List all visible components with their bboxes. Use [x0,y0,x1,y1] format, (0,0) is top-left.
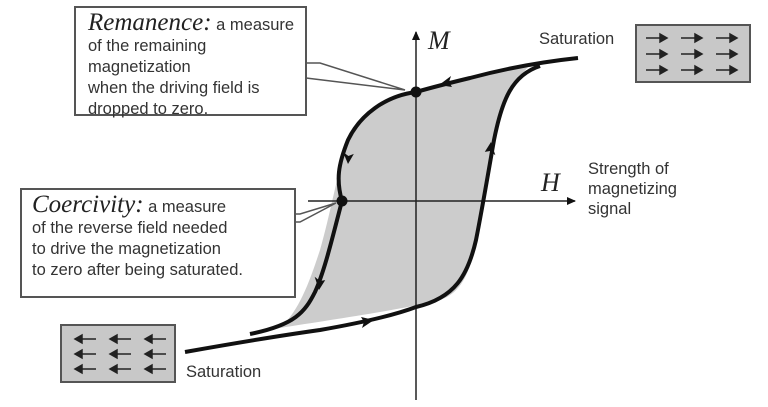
left-arrow-icon [73,333,166,375]
remanence-term: Remanence: [88,9,212,36]
arrowhead-descending-lower [314,276,326,290]
coercivity-text-first: a measure [143,198,227,216]
remanence-text-first: a measure [211,16,295,34]
coercivity-callout: Coercivity: a measure of the reverse fie… [20,188,296,298]
arrowhead-bottom-right [361,317,374,328]
m-axis-label: M [428,26,450,55]
right-arrow-icon [646,32,739,76]
h-desc-line: signal [588,200,632,218]
remanence-point [410,86,422,98]
h-desc-line: Strength of [588,160,669,178]
coercivity-term: Coercivity: [32,191,144,218]
remanence-line: when the driving field is [88,79,260,97]
saturation-bottom-box [60,324,176,383]
h-desc-line: magnetizing [588,180,677,198]
h-axis-label: H [541,168,560,197]
remanence-line: dropped to zero. [88,100,209,118]
coercivity-line: of the reverse field needed [32,219,228,237]
saturation-bottom-label: Saturation [186,363,262,381]
h-axis-description: Strength of magnetizing signal [588,159,677,219]
coercivity-pointer [296,202,337,223]
remanence-pointer [305,62,406,91]
saturation-top-label: Saturation [539,30,615,48]
arrowhead-ascending [484,142,496,156]
ascending-branch [184,64,541,354]
coercivity-line: to drive the magnetization [32,240,221,258]
descending-branch [249,56,579,336]
remanence-callout: Remanence: a measure of the remaining ma… [74,6,307,118]
saturation-top-box [635,24,751,83]
arrowhead-descending-upper [343,151,354,164]
arrowhead-top-left [439,76,452,87]
remanence-line: of the remaining magnetization [88,37,207,76]
coercivity-line: to zero after being saturated. [32,261,243,279]
coercivity-point [336,195,348,207]
